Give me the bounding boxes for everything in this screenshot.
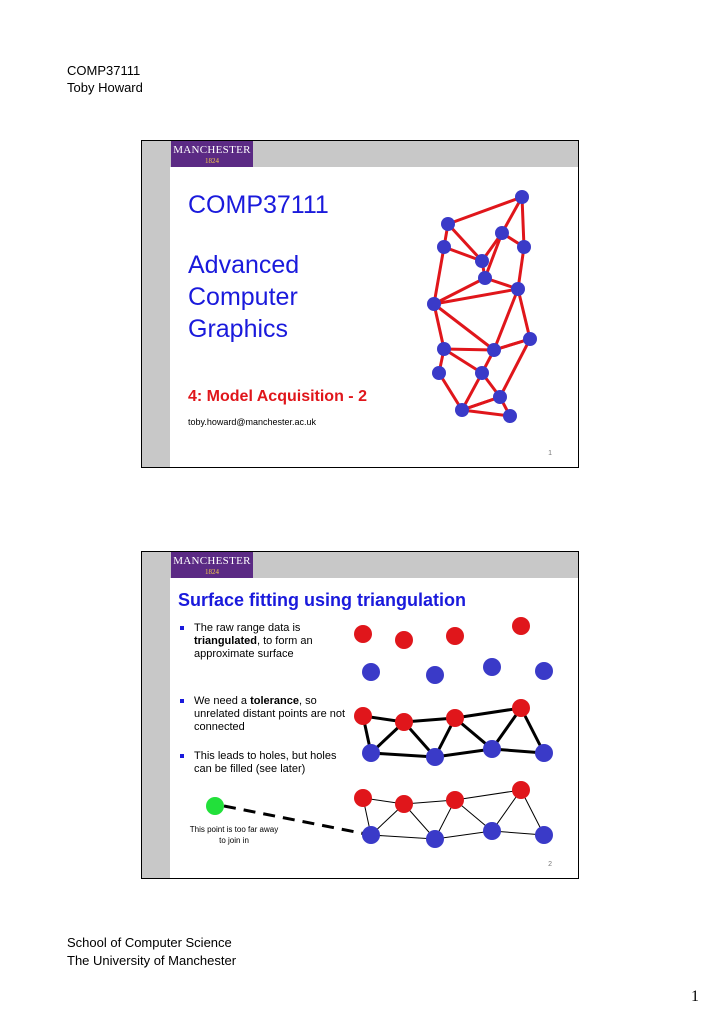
bullet-square-icon [180,626,184,630]
triangulated-mesh-illustration [427,190,537,423]
logo-name: MANCHESTER [173,144,251,156]
header-course: COMP37111 [67,63,141,78]
triangulation-diagram [206,617,553,848]
slide1-number: 1 [548,450,552,457]
manchester-logo: MANCHESTER 1824 [171,552,253,578]
slide1-title-line-3: Graphics [188,315,289,343]
outlier-points-group [206,781,553,848]
slide1-title-line-2: Computer [188,283,298,311]
slide2-number: 2 [548,861,552,868]
slide1-title: COMP37111 Advanced Computer Graphics [188,189,329,345]
slide2-title: Surface fitting using triangulation [178,590,466,610]
slide1-email: toby.howard@manchester.ac.uk [188,417,317,427]
slide2-bullets: The raw range data is triangulated, to f… [178,622,348,776]
page-number: 1 [691,988,699,1005]
bullet-item: This leads to holes, but holes can be fi… [178,750,348,776]
slide-2: MANCHESTER 1824 Surface fitting using tr… [141,551,579,879]
slide-left-bar [142,141,170,467]
bullet-square-icon [180,699,184,703]
outlier-note: This point is too far away to join in [189,825,279,845]
slide1-subtitle: 4: Model Acquisition - 2 [188,388,367,405]
logo-name: MANCHESTER [173,555,251,567]
logo-year: 1824 [205,157,219,165]
header-author: Toby Howard [67,80,143,95]
slide-1: MANCHESTER 1824 COMP37111 Advanced Compu… [141,140,579,468]
slide-left-bar [142,552,170,878]
bullet-item: We need a tolerance, so unrelated distan… [178,695,348,734]
footer-school: School of Computer Science [67,935,232,950]
triangulated-points-group [354,699,553,766]
bullet-item: The raw range data is triangulated, to f… [178,622,348,661]
bullet-square-icon [180,754,184,758]
logo-year: 1824 [205,568,219,576]
manchester-logo: MANCHESTER 1824 [171,141,253,167]
footer-university: The University of Manchester [67,953,237,968]
page-header: COMP37111 Toby Howard [67,62,143,96]
slide1-course: COMP37111 [188,191,329,219]
page-footer: School of Computer Science The Universit… [67,934,236,970]
slide1-title-line-1: Advanced [188,251,300,279]
raw-points-group [354,617,553,684]
